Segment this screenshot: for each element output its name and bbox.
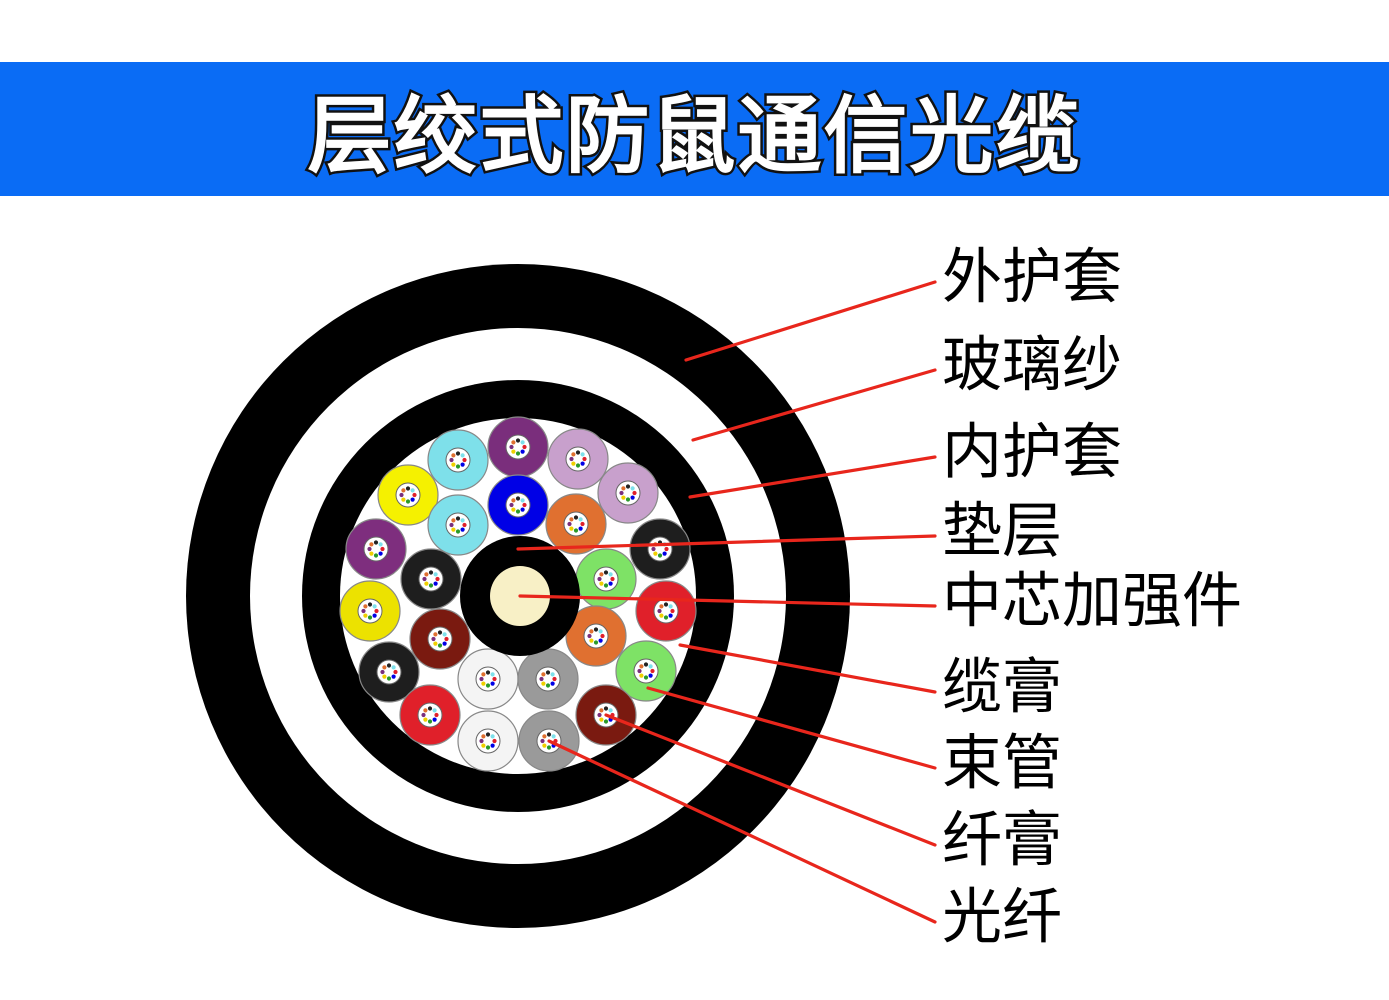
page-title: 层绞式防鼠通信光缆 (305, 84, 1082, 187)
leader-line-optical-fiber (547, 739, 937, 924)
loose-tube (457, 648, 519, 710)
leader-line-cable-filling-compound (678, 643, 937, 694)
cable-cross-section (186, 264, 850, 928)
loose-tube (629, 518, 691, 580)
loose-tube (597, 462, 659, 524)
label-glass-yarn: 玻璃纱 (942, 331, 1122, 401)
loose-tube (545, 493, 607, 555)
loose-tube (615, 640, 677, 702)
loose-tube (565, 605, 627, 667)
loose-tube (400, 548, 462, 610)
leader-line-loose-tube (646, 686, 937, 770)
label-cushion-layer: 垫层 (942, 497, 1062, 567)
loose-tube (409, 608, 471, 670)
loose-tube (487, 416, 549, 478)
leader-line-inner-jacket (688, 455, 937, 499)
leader-line-fiber-gel (604, 713, 937, 847)
loose-tube (547, 428, 609, 490)
label-cable-filling-compound: 缆膏 (942, 653, 1062, 723)
label-outer-jacket: 外护套 (942, 243, 1122, 313)
leader-line-cushion-layer (516, 534, 937, 551)
label-fiber-gel: 纤膏 (942, 806, 1062, 876)
loose-tube (427, 494, 489, 556)
leader-lines (516, 280, 937, 924)
loose-tube (399, 684, 461, 746)
title-banner: 层绞式防鼠通信光缆 (0, 62, 1389, 196)
loose-tube (517, 648, 579, 710)
leader-line-central-strength-member (518, 594, 937, 608)
loose-tube (339, 580, 401, 642)
label-inner-jacket: 内护套 (942, 418, 1122, 488)
loose-tube (427, 429, 489, 491)
label-loose-tube: 束管 (942, 729, 1062, 799)
label-central-strength-member: 中芯加强件 (942, 567, 1242, 637)
label-optical-fiber: 光纤 (942, 883, 1062, 953)
loose-tube-group (339, 416, 697, 772)
loose-tube (635, 580, 697, 642)
loose-tube (457, 710, 519, 772)
loose-tube (487, 474, 549, 536)
loose-tube (377, 464, 439, 526)
loose-tube (358, 641, 420, 703)
loose-tube (345, 518, 407, 580)
leader-line-glass-yarn (691, 368, 937, 442)
leader-line-outer-jacket (684, 280, 937, 362)
